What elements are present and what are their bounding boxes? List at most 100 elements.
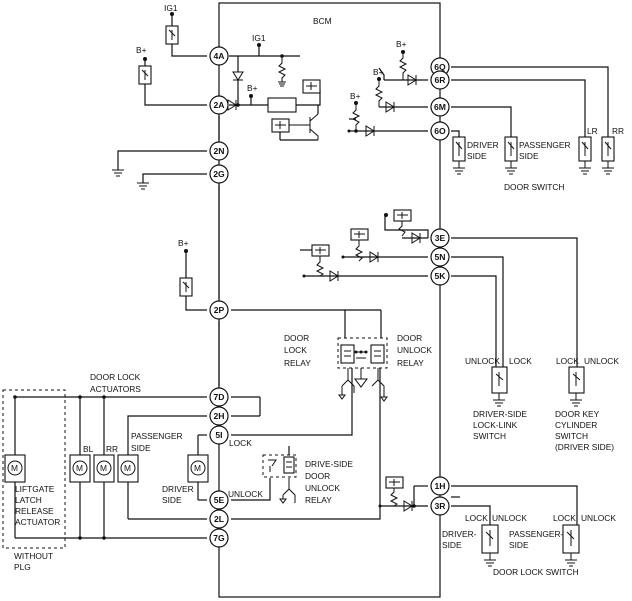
key-cylinder-switch: [568, 366, 585, 407]
pin-label: 5E: [214, 495, 225, 505]
actuators-label-2: ACTUATORS: [90, 384, 141, 394]
ground-2g: [137, 173, 207, 190]
door-relays: [231, 309, 388, 402]
dsur-1: DRIVE-SIDE: [305, 459, 353, 469]
unlock-kc: UNLOCK: [584, 356, 619, 366]
pin-label: 5N: [435, 252, 446, 262]
door-switch-wires: [451, 66, 609, 137]
pin-6m: 6M: [430, 97, 450, 117]
lock-dl: LOCK: [465, 513, 488, 523]
pin-label: 5K: [435, 271, 447, 281]
pin-2h: 2H: [209, 406, 229, 426]
unlock-dl: UNLOCK: [492, 513, 527, 523]
passenger-side-2: SIDE: [131, 443, 151, 453]
pin-label: 6Q: [434, 62, 446, 72]
liftgate-1: LIFTGATE: [15, 484, 55, 494]
without-plg-1: WITHOUT: [14, 551, 53, 561]
ig1-supply: IG1: [164, 3, 207, 57]
ig1-internal-label: IG1: [252, 33, 266, 43]
lock-ll: LOCK: [509, 356, 532, 366]
lls-1: DRIVER-SIDE: [473, 409, 527, 419]
dkc-4: (DRIVER SIDE): [555, 442, 614, 452]
dls-driver-1: DRIVER-: [442, 529, 477, 539]
actuator-bus: [13, 395, 261, 540]
liftgate-motor: M: [4, 454, 26, 483]
unlock-label: UNLOCK: [228, 489, 263, 499]
dls-pass-2: SIDE: [509, 540, 529, 550]
door-switch-label: DOOR SWITCH: [504, 182, 564, 192]
pin-label: 6M: [434, 102, 446, 112]
unlock-pl: UNLOCK: [581, 513, 616, 523]
door-lock-relay-2: LOCK: [284, 345, 307, 355]
svg-text:M: M: [100, 463, 107, 473]
door-unlock-relay-3: RELAY: [397, 358, 424, 368]
pin-2a: 2A: [209, 95, 229, 115]
bl-label: BL: [83, 444, 94, 454]
bcm-bplus-relay: B+: [227, 79, 321, 141]
ground-2n: [112, 150, 207, 177]
ds-driver-2: SIDE: [467, 151, 487, 161]
dls-pass-1: PASSENGER-: [509, 529, 564, 539]
bplus-label-2a: B+: [136, 45, 147, 55]
lock-switch-inputs: [378, 476, 428, 512]
door-lock-relay-1: DOOR: [284, 333, 309, 343]
pin-label: 4A: [214, 51, 225, 61]
pin-2p: 2P: [209, 300, 229, 320]
pin-label: 7G: [213, 533, 225, 543]
ds-driver-1: DRIVER: [467, 140, 499, 150]
pin-5i: 5I: [209, 425, 229, 445]
rr-label: RR: [106, 444, 118, 454]
actuators-label-1: DOOR LOCK: [90, 372, 141, 382]
pin-2l: 2L: [209, 509, 229, 529]
bplus-label-internal: B+: [247, 83, 258, 93]
svg-text:M: M: [11, 463, 18, 473]
door-lock-relay-3: RELAY: [284, 358, 311, 368]
pin-5k: 5K: [430, 266, 450, 286]
pin-label: 6O: [434, 126, 446, 136]
pin-2g: 2G: [209, 164, 229, 184]
rr-switch-label: RR: [612, 126, 624, 136]
dsur-2: DOOR: [305, 471, 330, 481]
dls-driver-2: SIDE: [442, 540, 462, 550]
driver-lock-switch: [481, 524, 499, 567]
pin-label: 5I: [215, 430, 222, 440]
bcm-ig1-internal: IG1: [229, 33, 300, 107]
pin-2n: 2N: [209, 141, 229, 161]
pin-label: 2L: [214, 514, 224, 524]
svg-text:B+: B+: [350, 91, 361, 101]
switch-wires-mid: [451, 237, 578, 367]
lock-link-switch: [491, 366, 508, 407]
driver-side-2: SIDE: [162, 495, 182, 505]
door-unlock-relay-2: UNLOCK: [397, 345, 432, 355]
pin-label: 2N: [214, 146, 225, 156]
bl-motor: M: [69, 454, 91, 483]
dsur-4: RELAY: [305, 495, 332, 505]
without-plg-box: [2, 389, 66, 549]
svg-text:M: M: [76, 463, 83, 473]
pin-5n: 5N: [430, 247, 450, 267]
pin-label: 2H: [214, 411, 225, 421]
lock-switch-wires: [451, 485, 578, 525]
pin-3e: 3E: [430, 228, 450, 248]
ig1-label: IG1: [164, 3, 178, 13]
pin-label: 6R: [435, 75, 447, 85]
lock-pl: LOCK: [553, 513, 576, 523]
lls-3: SWITCH: [473, 431, 506, 441]
liftgate-3: RELEASE: [15, 506, 54, 516]
pin-label: 2P: [214, 305, 225, 315]
driver-side-1: DRIVER: [162, 484, 194, 494]
without-plg-2: PLG: [14, 562, 31, 572]
lock-kc: LOCK: [556, 356, 579, 366]
passenger-lock-switch: [562, 524, 580, 567]
passenger-motor: M: [117, 454, 139, 483]
unlock-ll: UNLOCK: [465, 356, 500, 366]
svg-text:B+: B+: [396, 39, 407, 49]
pin-4a: 4A: [209, 46, 229, 66]
pin-1h: 1H: [430, 476, 450, 496]
rr-motor: M: [93, 454, 115, 483]
dsur-3: UNLOCK: [305, 483, 340, 493]
ds-pass-1: PASSENGER: [519, 140, 571, 150]
pin-3r: 3R: [430, 496, 450, 516]
